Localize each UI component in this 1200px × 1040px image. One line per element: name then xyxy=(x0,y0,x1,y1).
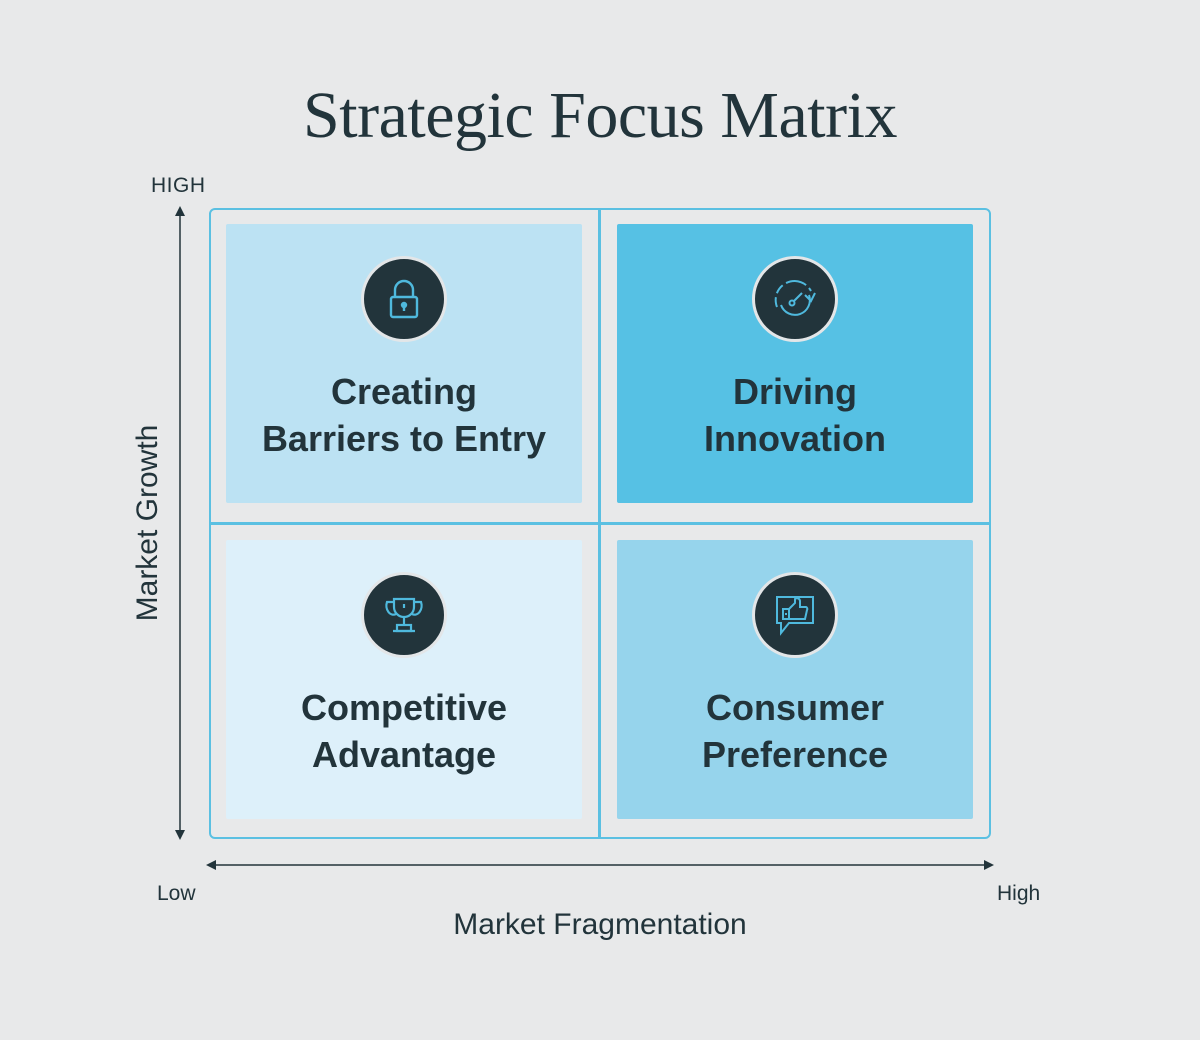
speedometer-icon xyxy=(752,256,838,342)
y-axis-high-label: HIGH xyxy=(151,174,206,197)
y-axis-label: Market Growth xyxy=(131,424,164,622)
x-axis-low-label: Low xyxy=(157,882,196,905)
quadrant-creating-barriers: Creating Barriers to Entry xyxy=(226,224,582,503)
quadrant-competitive-advantage: Competitive Advantage xyxy=(226,540,582,819)
trophy-icon xyxy=(361,572,447,658)
thumbs-up-chat-icon xyxy=(752,572,838,658)
y-axis-arrow xyxy=(175,206,185,840)
quadrant-label: Creating Barriers to Entry xyxy=(261,371,547,459)
x-axis-high-label: High xyxy=(997,882,1041,905)
lock-icon xyxy=(361,256,447,342)
x-axis-label: Market Fragmentation xyxy=(453,908,747,941)
quadrant-label: Competitive Advantage xyxy=(300,687,508,775)
quadrant-driving-innovation: Driving Innovation xyxy=(617,224,973,503)
x-axis-arrow xyxy=(206,860,994,870)
quadrant-consumer-preference: Consumer Preference xyxy=(617,540,973,819)
quadrant-label: Consumer Preference xyxy=(701,687,889,775)
page-title: Strategic Focus Matrix xyxy=(303,79,897,152)
horizontal-divider xyxy=(210,522,990,525)
quadrant-label: Driving Innovation xyxy=(704,371,886,459)
